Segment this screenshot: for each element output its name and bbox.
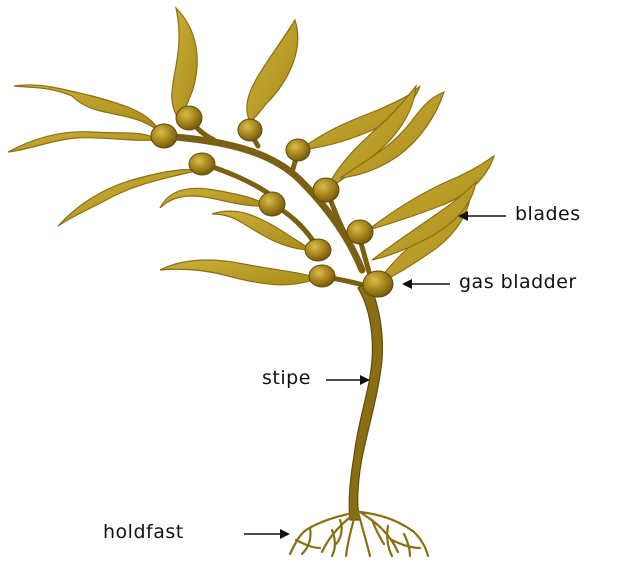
gas-bladder: [363, 271, 393, 297]
gas-bladder: [305, 239, 331, 261]
gas-bladder: [286, 139, 310, 161]
gas-bladder: [313, 178, 339, 202]
blade: [212, 211, 312, 250]
stipe-stem: [349, 282, 382, 520]
blades-label: blades: [515, 205, 581, 224]
stipe-label: stipe: [262, 369, 311, 388]
blade: [14, 85, 160, 132]
holdfast-arrowhead: [280, 529, 290, 539]
blade: [8, 132, 158, 152]
gas-bladder: [189, 153, 215, 175]
gas-bladder-arrowhead: [402, 279, 412, 289]
gas-bladder: [176, 106, 202, 130]
gas-bladder: [238, 119, 262, 141]
blade: [160, 188, 268, 208]
gas-bladder: [347, 220, 373, 244]
blade: [247, 20, 298, 122]
blades-group: [8, 8, 494, 286]
gas-bladder: [259, 192, 285, 216]
holdfast-label: holdfast: [103, 523, 184, 542]
blade: [160, 260, 318, 285]
holdfast-roots: [290, 512, 428, 556]
gas-bladder: [309, 265, 335, 287]
blade: [172, 8, 197, 118]
gas-bladder: [151, 124, 177, 148]
gas-bladder-label: gas bladder: [459, 273, 577, 292]
